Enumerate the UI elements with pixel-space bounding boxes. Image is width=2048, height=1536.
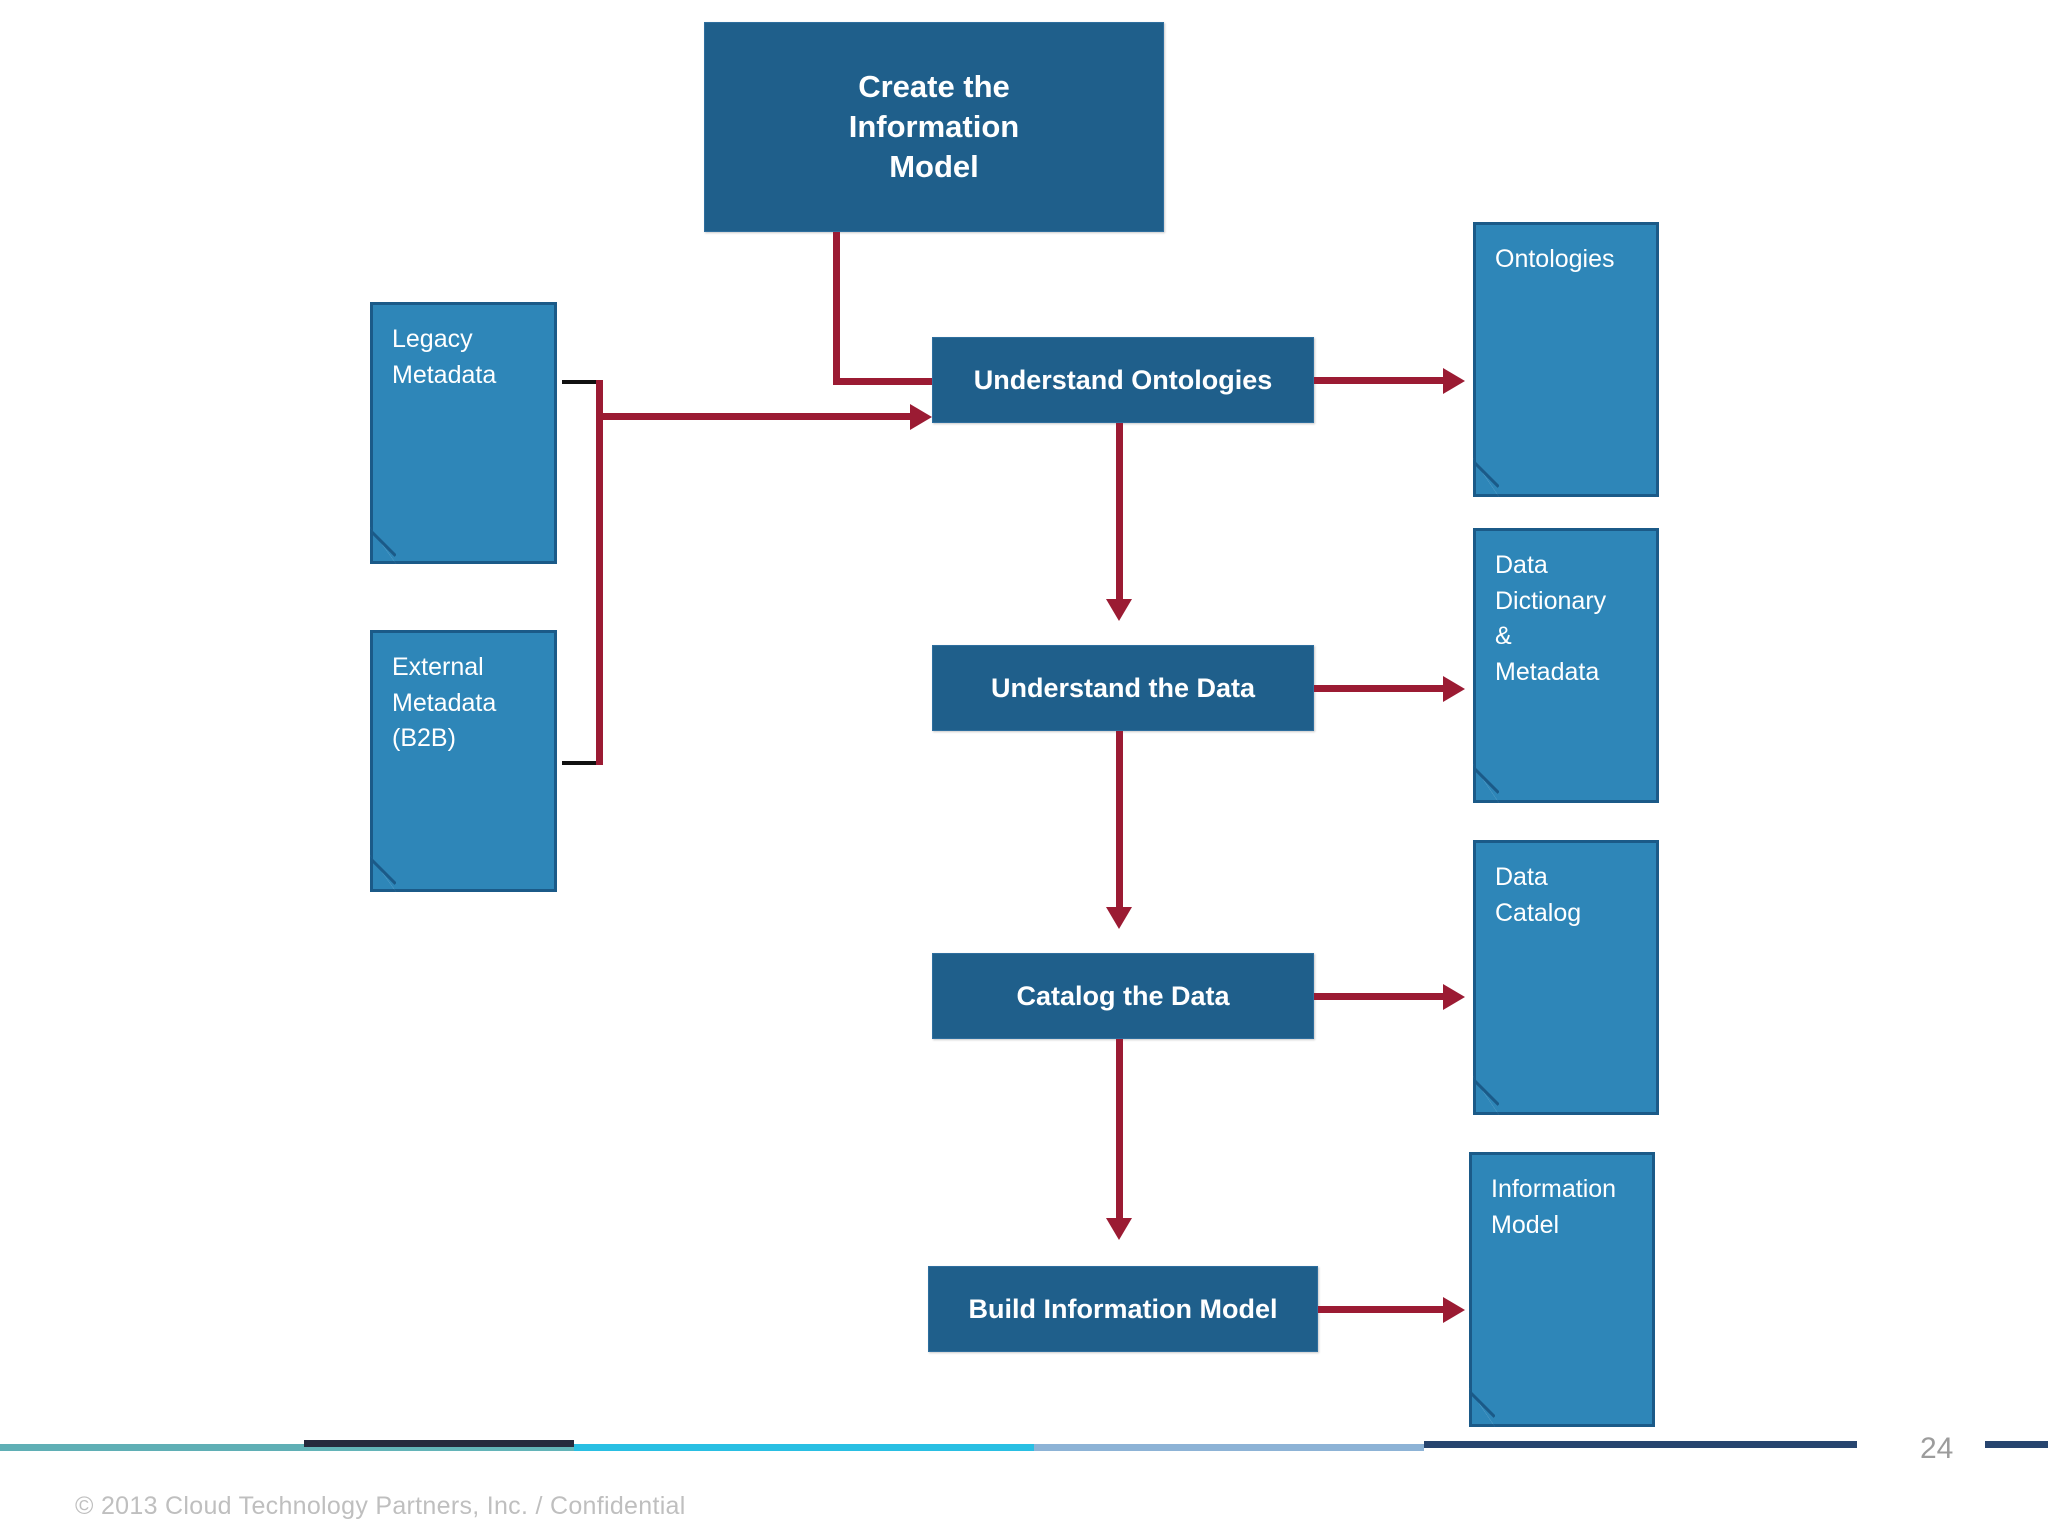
external-metadata-line-2: Metadata — [392, 688, 497, 717]
connector-inputs-horizontal — [596, 413, 916, 420]
connector-to-ontologies-doc — [1314, 377, 1449, 384]
document-information-model-label: Information Model — [1491, 1172, 1645, 1243]
connector-stub-external-metadata — [562, 761, 602, 765]
build-information-model-label: Build Information Model — [968, 1293, 1278, 1324]
document-legacy-metadata-body — [370, 302, 557, 564]
process-box-build-information-model[interactable]: Build Information Model — [928, 1266, 1318, 1352]
legacy-metadata-line-2: Metadata — [392, 360, 497, 389]
data-catalog-line-1: Data — [1495, 863, 1548, 891]
footer-bar-segment-teal-2 — [300, 1444, 580, 1451]
legacy-metadata-line-1: Legacy — [392, 325, 473, 353]
arrow-inputs-to-understand-ontologies — [910, 404, 932, 430]
external-metadata-line-3: (B2B) — [392, 724, 456, 752]
document-external-metadata[interactable]: External Metadata (B2B) — [370, 630, 557, 892]
document-legacy-metadata[interactable]: Legacy Metadata — [370, 302, 557, 564]
arrow-to-data-dictionary-doc — [1443, 676, 1465, 702]
connector-stub-legacy-metadata — [562, 380, 602, 384]
footer-bar-segment-cyan — [574, 1444, 1034, 1451]
connector-catalog-to-build-vertical — [1116, 1039, 1123, 1220]
document-data-dictionary-metadata[interactable]: Data Dictionary & Metadata — [1473, 528, 1659, 803]
data-dictionary-line-4: Metadata — [1495, 657, 1600, 686]
footer-bar-segment-light-blue — [1034, 1444, 1424, 1451]
document-external-metadata-body — [370, 630, 557, 892]
connector-to-data-dictionary-doc — [1314, 685, 1449, 692]
information-model-line-2: Model — [1491, 1210, 1560, 1239]
footer-copyright: © 2013 Cloud Technology Partners, Inc. /… — [75, 1492, 686, 1520]
arrow-to-data-catalog-doc — [1443, 984, 1465, 1010]
data-catalog-line-2: Catalog — [1495, 898, 1582, 927]
connector-ontologies-to-data-vertical — [1116, 423, 1123, 601]
understand-the-data-label: Understand the Data — [990, 672, 1256, 703]
process-box-catalog-the-data[interactable]: Catalog the Data — [932, 953, 1314, 1039]
document-information-model[interactable]: Information Model — [1469, 1152, 1655, 1427]
connector-inputs-vertical-spine — [596, 380, 603, 765]
ontologies-line-1: Ontologies — [1495, 245, 1615, 273]
page-number: 24 — [1920, 1432, 1954, 1465]
document-legacy-metadata-label: Legacy Metadata — [392, 322, 547, 393]
document-data-dictionary-label: Data Dictionary & Metadata — [1495, 548, 1649, 690]
arrow-to-information-model-doc — [1443, 1297, 1465, 1323]
document-ontologies[interactable]: Ontologies — [1473, 222, 1659, 497]
information-model-line-1: Information — [1491, 1175, 1617, 1203]
document-external-metadata-label: External Metadata (B2B) — [392, 650, 547, 757]
arrow-ontologies-to-understand-data — [1106, 599, 1132, 621]
document-ontologies-label: Ontologies — [1495, 242, 1649, 278]
document-data-catalog-label: Data Catalog — [1495, 860, 1649, 931]
document-information-model-body — [1469, 1152, 1655, 1427]
document-data-catalog-body — [1473, 840, 1659, 1115]
connector-to-data-catalog-doc — [1314, 993, 1449, 1000]
process-box-understand-the-data[interactable]: Understand the Data — [932, 645, 1314, 731]
arrow-to-ontologies-doc — [1443, 368, 1465, 394]
arrow-catalog-to-build-model — [1106, 1218, 1132, 1240]
create-model-line-1: Create the — [858, 69, 1010, 105]
data-dictionary-line-1: Data — [1495, 551, 1548, 579]
document-data-dictionary-body — [1473, 528, 1659, 803]
document-data-catalog[interactable]: Data Catalog — [1473, 840, 1659, 1115]
understand-ontologies-label: Understand Ontologies — [973, 364, 1273, 395]
arrow-understand-data-to-catalog — [1106, 907, 1132, 929]
connector-create-model-vertical — [833, 232, 840, 385]
external-metadata-line-1: External — [392, 653, 484, 681]
connector-create-model-horizontal — [833, 378, 935, 385]
connector-data-to-catalog-vertical — [1116, 731, 1123, 909]
create-model-line-3: Model — [889, 148, 979, 184]
footer-bar-segment-teal — [0, 1444, 300, 1451]
footer-bar-segment-navy — [1424, 1441, 1857, 1448]
create-model-line-2: Information — [848, 109, 1020, 145]
data-dictionary-line-2: Dictionary — [1495, 586, 1607, 615]
connector-to-information-model-doc — [1318, 1306, 1449, 1313]
document-ontologies-body — [1473, 222, 1659, 497]
process-box-create-information-model[interactable]: Create the Information Model — [704, 22, 1164, 232]
data-dictionary-line-3: & — [1495, 622, 1512, 650]
catalog-the-data-label: Catalog the Data — [1016, 980, 1230, 1011]
footer-bar-segment-navy-right — [1985, 1441, 2048, 1448]
footer-bar-segment-dark-navy — [304, 1440, 574, 1447]
process-box-understand-ontologies[interactable]: Understand Ontologies — [932, 337, 1314, 423]
